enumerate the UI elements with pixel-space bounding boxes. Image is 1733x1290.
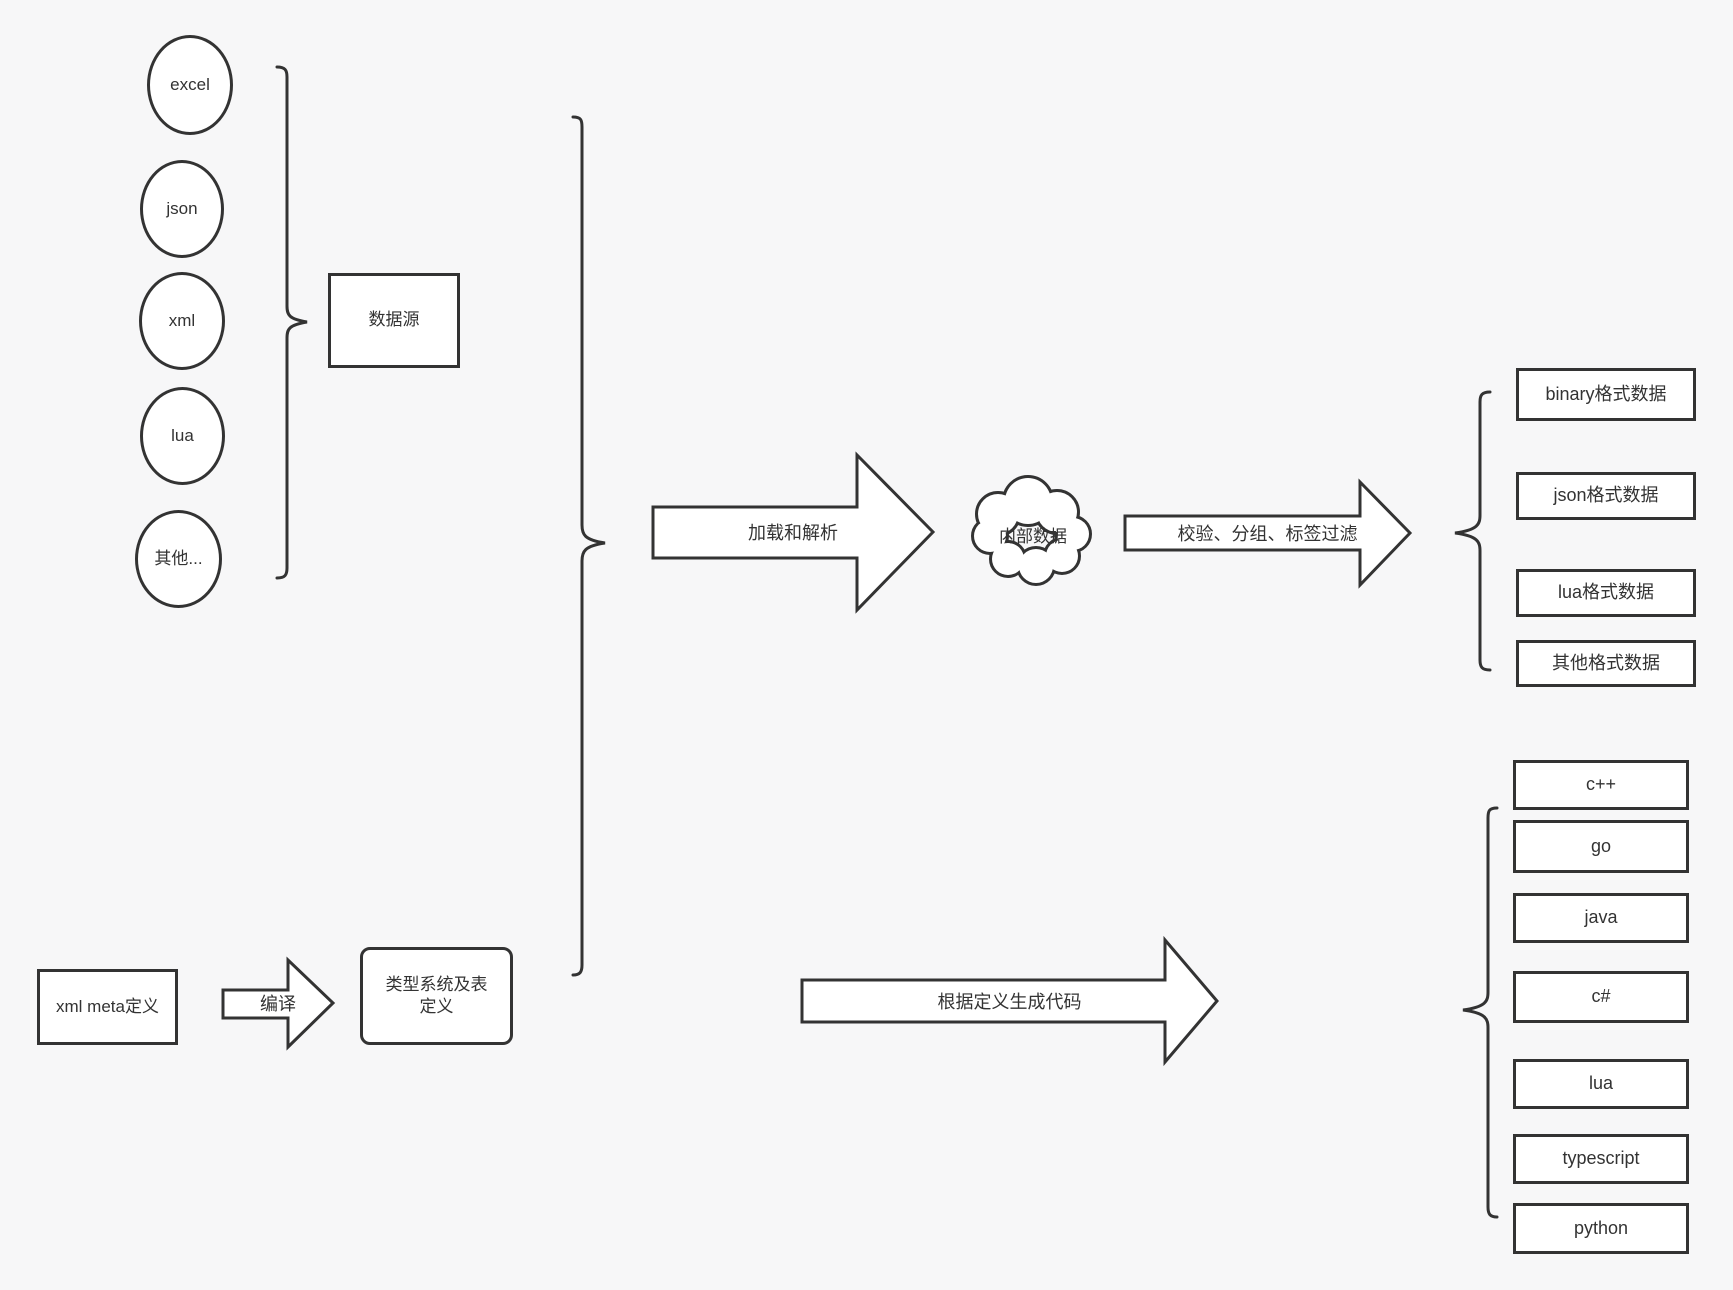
xml-meta-label: xml meta定义 (56, 996, 159, 1016)
data-source-box: 数据源 (328, 273, 460, 368)
language-box-python: python (1513, 1203, 1689, 1254)
language-box-lua: lua (1513, 1059, 1689, 1109)
format-box-json: json格式数据 (1516, 472, 1696, 520)
internal-data-cloud (971, 475, 1092, 586)
languages-brace (1462, 806, 1499, 1219)
sources-brace (275, 65, 308, 580)
compile-arrow (221, 956, 336, 1051)
type-system-label: 类型系统及表定义 (385, 974, 488, 1016)
source-node-lua: lua (140, 387, 225, 485)
source-node-excel: excel (147, 35, 233, 135)
format-box-lua: lua格式数据 (1516, 569, 1696, 617)
source-node-json: json (140, 160, 224, 258)
format-box-binary: binary格式数据 (1516, 368, 1696, 421)
formats-brace (1454, 390, 1492, 672)
language-box-typescript: typescript (1513, 1134, 1689, 1184)
language-box-go: go (1513, 820, 1689, 873)
source-node-xml: xml (139, 272, 225, 370)
xml-meta-box: xml meta定义 (37, 969, 178, 1045)
source-node-other: 其他... (135, 510, 222, 608)
format-box-other: 其他格式数据 (1516, 640, 1696, 687)
language-box-java: java (1513, 893, 1689, 943)
type-system-box: 类型系统及表定义 (360, 947, 513, 1045)
load-parse-arrow (651, 451, 936, 614)
codegen-arrow (800, 935, 1219, 1067)
language-box-cpp: c++ (1513, 760, 1689, 810)
pipeline-brace (571, 115, 606, 977)
filter-arrow (1123, 478, 1413, 589)
language-box-csharp: c# (1513, 971, 1689, 1023)
